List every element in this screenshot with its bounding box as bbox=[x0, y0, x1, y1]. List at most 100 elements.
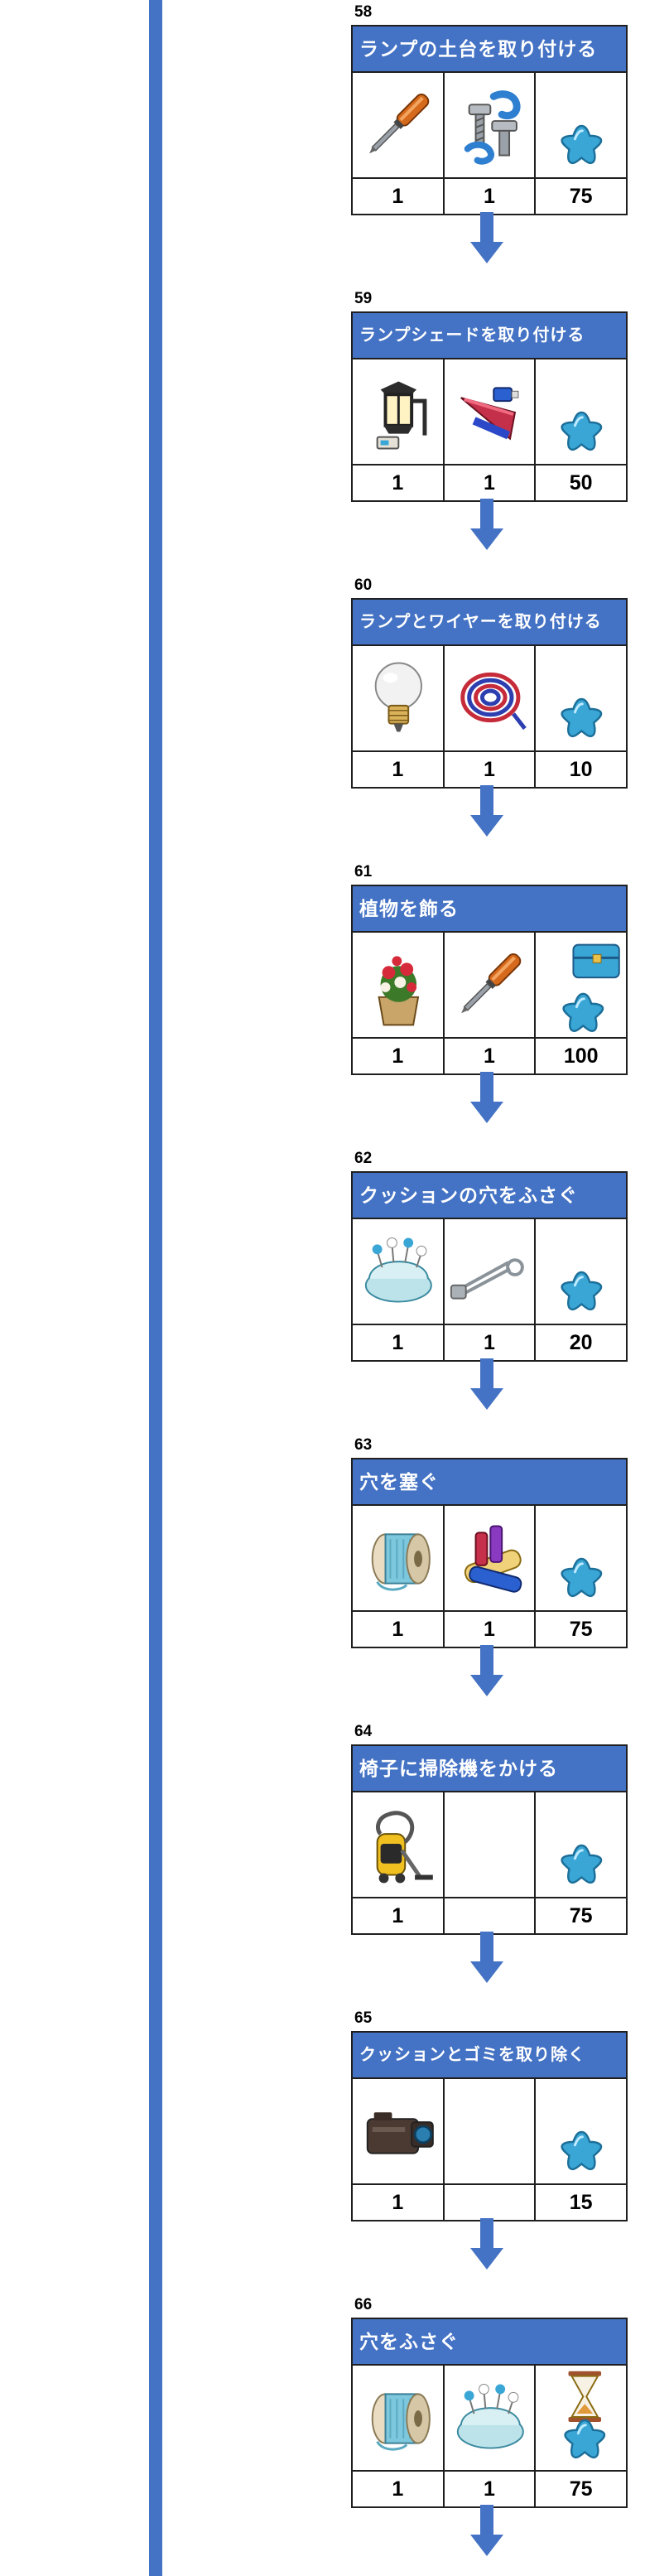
requirement-count: 1 bbox=[353, 466, 445, 500]
requirement-count bbox=[445, 2185, 537, 2220]
bolts-icon bbox=[445, 73, 537, 177]
lantern-icon bbox=[353, 359, 445, 464]
requirement-count: 20 bbox=[569, 1331, 593, 1354]
requirement-count: 75 bbox=[569, 1618, 593, 1641]
requirement-count: 1 bbox=[445, 2472, 537, 2506]
step-number: 63 bbox=[354, 1436, 373, 1454]
requirement-counts-row: 1 75 bbox=[353, 1898, 626, 1933]
down-arrow-icon bbox=[470, 212, 503, 263]
requirement-count: 1 bbox=[445, 1039, 537, 1073]
requirement-count: 75 bbox=[569, 185, 593, 208]
down-arrow-icon bbox=[470, 2218, 503, 2270]
empty-cell bbox=[445, 2079, 537, 2183]
step-title: 穴をふさぐ bbox=[353, 2319, 626, 2366]
down-arrow-icon bbox=[470, 1358, 503, 1410]
hourglass-star-icon bbox=[536, 2366, 626, 2470]
vacuum-cleaner-icon bbox=[353, 1792, 445, 1897]
step-number: 60 bbox=[354, 576, 373, 594]
requirement-icons-row bbox=[353, 2079, 626, 2185]
requirement-count: 1 bbox=[353, 2185, 445, 2220]
requirement-count: 10 bbox=[569, 758, 593, 781]
down-arrow-icon bbox=[470, 2505, 503, 2556]
thread-spool-icon bbox=[353, 1506, 445, 1610]
star-icon bbox=[536, 1219, 626, 1324]
requirement-count: 1 bbox=[353, 752, 445, 787]
requirement-count bbox=[445, 1898, 537, 1933]
step-title: 椅子に掃除機をかける bbox=[353, 1746, 626, 1792]
requirement-icons-row bbox=[353, 1506, 626, 1612]
requirement-count: 1 bbox=[445, 179, 537, 214]
step-title: クッションの穴をふさぐ bbox=[353, 1173, 626, 1219]
step-number: 61 bbox=[354, 863, 373, 880]
down-arrow-icon bbox=[470, 1072, 503, 1123]
requirement-icons-row bbox=[353, 933, 626, 1039]
requirement-icons-row bbox=[353, 1792, 626, 1898]
requirement-count: 1 bbox=[353, 1898, 445, 1933]
step-number: 58 bbox=[354, 3, 373, 21]
requirement-icons-row bbox=[353, 2366, 626, 2472]
step-number: 62 bbox=[354, 1150, 373, 1167]
pincushion-icon bbox=[353, 1219, 445, 1324]
timeline-bar bbox=[149, 0, 162, 2576]
requirement-count: 1 bbox=[353, 179, 445, 214]
down-arrow-icon bbox=[470, 1932, 503, 1983]
pincushion-icon bbox=[445, 2366, 537, 2470]
flower-pot-icon bbox=[353, 933, 445, 1037]
requirement-count: 1 bbox=[445, 752, 537, 787]
requirement-count: 75 bbox=[569, 1904, 593, 1927]
requirement-count: 1 bbox=[353, 1039, 445, 1073]
step-title: クッションとゴミを取り除く bbox=[353, 2033, 626, 2079]
down-arrow-icon bbox=[470, 1645, 503, 1696]
step-card: 椅子に掃除機をかける 1 75 bbox=[351, 1744, 628, 1935]
requirement-count: 75 bbox=[569, 2477, 593, 2501]
safety-pin-icon bbox=[445, 1219, 537, 1324]
camera-icon bbox=[353, 2079, 445, 2183]
empty-cell bbox=[445, 1792, 537, 1897]
thread-spool-icon bbox=[353, 2366, 445, 2470]
requirement-count: 1 bbox=[353, 2472, 445, 2506]
star-icon bbox=[536, 646, 626, 750]
requirement-count: 100 bbox=[563, 1044, 599, 1068]
requirement-counts-row: 1 15 bbox=[353, 2185, 626, 2220]
fabric-roll-icon bbox=[445, 359, 537, 464]
down-arrow-icon bbox=[470, 499, 503, 550]
requirement-count: 1 bbox=[445, 466, 537, 500]
step-card: クッションとゴミを取り除く 1 15 bbox=[351, 2031, 628, 2221]
step-number: 64 bbox=[354, 1723, 373, 1740]
step-title: ランプの土台を取り付ける bbox=[353, 27, 626, 73]
down-arrow-icon bbox=[470, 785, 503, 837]
step-title: 植物を飾る bbox=[353, 886, 626, 933]
step-title: ランプとワイヤーを取り付ける bbox=[353, 600, 626, 646]
star-icon bbox=[536, 1506, 626, 1610]
requirement-icons-row bbox=[353, 73, 626, 179]
step-number: 65 bbox=[354, 2009, 373, 2027]
screwdriver-icon bbox=[353, 73, 445, 177]
step-number: 66 bbox=[354, 2296, 373, 2313]
wire-coil-icon bbox=[445, 646, 537, 750]
requirement-icons-row bbox=[353, 359, 626, 466]
step-title: 穴を塞ぐ bbox=[353, 1459, 626, 1506]
star-icon bbox=[536, 1792, 626, 1897]
requirement-count: 15 bbox=[569, 2191, 593, 2214]
star-icon bbox=[536, 359, 626, 464]
step-title: ランプシェードを取り付ける bbox=[353, 313, 626, 359]
requirement-count: 1 bbox=[353, 1612, 445, 1647]
star-icon bbox=[536, 2079, 626, 2183]
requirement-count: 1 bbox=[445, 1612, 537, 1647]
requirement-icons-row bbox=[353, 646, 626, 752]
step-number: 59 bbox=[354, 290, 373, 307]
light-bulb-icon bbox=[353, 646, 445, 750]
